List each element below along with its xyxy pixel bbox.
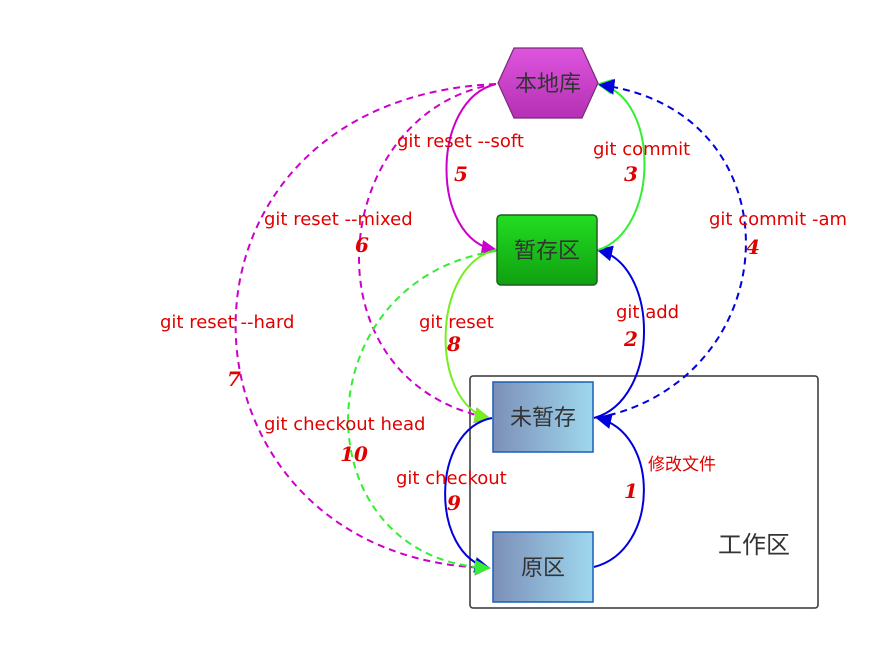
edge-git-commit xyxy=(596,78,646,251)
edge-git-add xyxy=(593,245,645,419)
edge-git-checkout xyxy=(444,417,493,573)
label-git-add: git add xyxy=(616,302,679,323)
workspace-label: 工作区 xyxy=(718,531,790,559)
node-local-repo: 本地库 xyxy=(497,47,599,119)
label-git-reset-mixed: git reset --mixed xyxy=(264,209,413,230)
edge-git-reset xyxy=(444,249,497,423)
edge-git-commit-am xyxy=(596,78,747,419)
hexagon-shape xyxy=(497,47,599,119)
label-git-reset-soft: git reset --soft xyxy=(397,131,524,152)
node-unstaged: 未暂存 xyxy=(492,381,594,453)
step-4: 4 xyxy=(746,235,760,259)
step-9: 9 xyxy=(447,491,461,515)
step-3: 3 xyxy=(624,162,638,186)
step-10: 10 xyxy=(340,442,368,466)
label-modify-file: 修改文件 xyxy=(648,455,716,475)
edge-git-reset-soft xyxy=(445,83,498,256)
node-local-repo-label: 本地库 xyxy=(515,72,581,97)
step-6: 6 xyxy=(355,233,369,257)
edge-git-reset-hard xyxy=(234,83,497,576)
unstaged-shape xyxy=(492,381,594,453)
staging-shape xyxy=(496,214,598,286)
node-unstaged-label: 未暂存 xyxy=(510,406,576,431)
original-shape xyxy=(492,531,594,603)
node-staging: 暂存区 xyxy=(496,214,598,286)
step-5: 5 xyxy=(454,162,468,186)
label-git-commit: git commit xyxy=(593,139,690,160)
node-original-label: 原区 xyxy=(521,556,565,581)
label-git-reset: git reset xyxy=(419,312,494,333)
node-staging-label: 暂存区 xyxy=(514,239,580,264)
step-8: 8 xyxy=(446,332,461,356)
step-1: 1 xyxy=(624,479,638,503)
label-git-checkout: git checkout xyxy=(396,468,507,489)
label-git-reset-hard: git reset --hard xyxy=(160,312,294,333)
edge-modify-file xyxy=(593,413,645,568)
edge-git-reset-mixed xyxy=(358,83,497,423)
workspace-frame xyxy=(469,375,819,609)
label-git-commit-am: git commit -am xyxy=(709,209,847,230)
edge-git-checkout-head xyxy=(347,250,497,576)
node-original: 原区 xyxy=(492,531,594,603)
step-7: 7 xyxy=(227,367,241,391)
step-2: 2 xyxy=(623,327,638,351)
label-git-checkout-head: git checkout head xyxy=(264,414,425,435)
